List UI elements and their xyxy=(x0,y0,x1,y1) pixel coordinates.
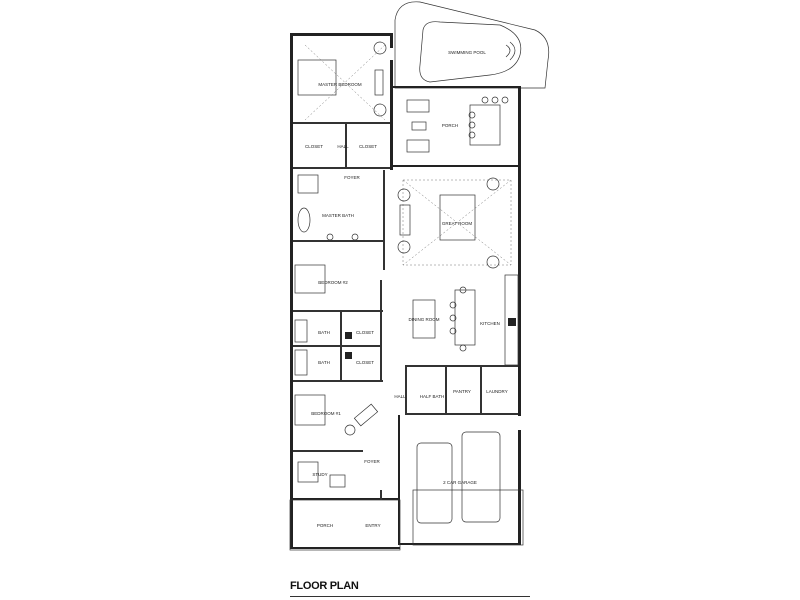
room-label-great-room: GREAT ROOM xyxy=(442,221,473,226)
swimming-pool xyxy=(419,21,522,83)
pool-deck xyxy=(394,1,550,89)
room-label-master-bath: MASTER BATH xyxy=(322,213,354,218)
room-label-dining: DINING ROOM xyxy=(409,317,440,322)
room-label-closet: CLOSET xyxy=(356,330,374,335)
pool-steps xyxy=(505,41,516,61)
bath-fixtures xyxy=(294,174,359,376)
room-label-entry: ENTRY xyxy=(365,523,380,528)
front-porch-outline xyxy=(289,499,401,551)
room-label-rear-porch: PORCH xyxy=(442,123,458,128)
title-underline xyxy=(290,596,530,597)
room-label-foyer: FOYER xyxy=(364,459,380,464)
room-label-bath: BATH xyxy=(318,330,330,335)
room-label-laundry: LAUNDRY xyxy=(486,389,507,394)
room-label-bedroom-2: BEDROOM #2 xyxy=(318,280,348,285)
dining-kitchen-furniture xyxy=(412,274,519,366)
garage-cars xyxy=(412,431,524,546)
room-label-pool: SWIMMING POOL xyxy=(448,50,486,55)
porch-furniture xyxy=(406,96,509,153)
plan-title: FLOOR PLAN xyxy=(290,580,359,592)
room-label-bath: BATH xyxy=(318,360,330,365)
room-label-study: STUDY xyxy=(312,472,327,477)
room-label-kitchen: KITCHEN xyxy=(480,321,500,326)
interior-walls xyxy=(293,122,518,500)
room-label-closet: CLOSET xyxy=(356,360,374,365)
room-label-master-bedroom: MASTER BEDROOM xyxy=(318,82,362,87)
room-label-closet: CLOSET xyxy=(305,144,323,149)
room-label-closet: CLOSET xyxy=(359,144,377,149)
room-label-foyer: FOYER xyxy=(344,175,360,180)
bedroom-furniture xyxy=(294,264,379,488)
exterior-walls xyxy=(290,33,521,549)
great-room-furniture xyxy=(397,177,512,269)
master-bedroom-furniture xyxy=(297,41,387,121)
room-label-hall: HALL xyxy=(394,394,406,399)
room-label-front-porch: PORCH xyxy=(317,523,333,528)
room-label-half-bath: HALF BATH xyxy=(420,394,444,399)
room-label-pantry: PANTRY xyxy=(453,389,471,394)
room-label-hall: HALL xyxy=(337,144,349,149)
room-label-garage: 2 CAR GARAGE xyxy=(443,480,477,485)
room-label-bedroom-1: BEDROOM #1 xyxy=(311,411,341,416)
